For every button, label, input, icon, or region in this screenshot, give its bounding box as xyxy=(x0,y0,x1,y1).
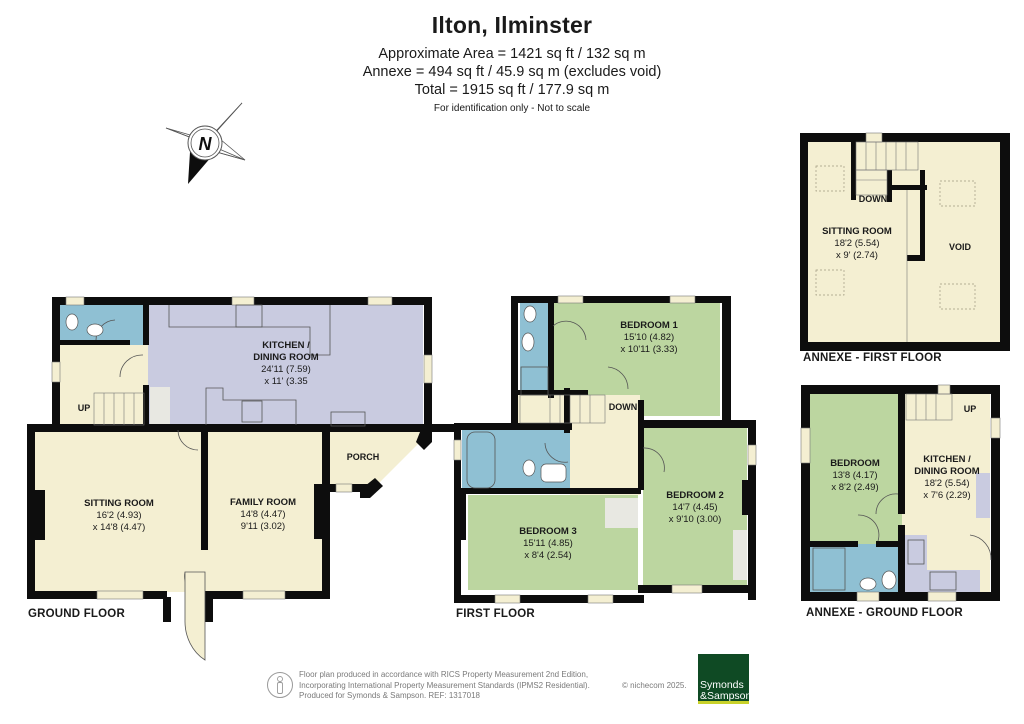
copyright-text: © nichecom 2025. xyxy=(622,681,687,690)
room-name: DINING ROOM xyxy=(914,466,980,477)
ipms-person-icon xyxy=(267,672,293,698)
room-dimension: x 10'11 (3.33) xyxy=(620,344,678,355)
footer-line-3: Produced for Symonds & Sampson. REF: 131… xyxy=(299,691,480,700)
annexe-ground-floor-plan xyxy=(800,384,1001,602)
room-name: BEDROOM 2 xyxy=(666,490,724,501)
room-dimension: x 9'10 (3.00) xyxy=(668,514,722,525)
svg-text:N: N xyxy=(199,134,213,154)
stairs-up-label: UP xyxy=(77,403,91,413)
room-label-sitting-room: SITTING ROOM 16'2 (4.93) x 14'8 (4.47) xyxy=(84,498,154,534)
room-name: BEDROOM 1 xyxy=(620,320,678,331)
identification-note: For identification only - Not to scale xyxy=(433,103,591,114)
room-label-annexe-sitting-room: SITTING ROOM 18'2 (5.54) x 9' (2.74) xyxy=(822,226,892,262)
room-label-bedroom-2: BEDROOM 2 14'7 (4.45) x 9'10 (3.00) xyxy=(666,490,724,526)
room-dimension: x 8'2 (2.49) xyxy=(831,482,879,493)
room-dimension: 9'11 (3.02) xyxy=(240,521,286,532)
room-label-annexe-kitchen-dining: KITCHEN / DINING ROOM 18'2 (5.54) x 7'6 … xyxy=(914,454,979,502)
room-name: BEDROOM xyxy=(830,458,880,469)
footer-line-1: Floor plan produced in accordance with R… xyxy=(299,670,589,679)
room-name: KITCHEN / xyxy=(262,340,310,351)
room-name: SITTING ROOM xyxy=(84,498,154,509)
room-dimension: 18'2 (5.54) xyxy=(924,478,970,489)
first-floor-label: FIRST FLOOR xyxy=(456,608,535,620)
annexe-first-floor-plan xyxy=(800,132,1010,351)
room-name: BEDROOM 3 xyxy=(519,526,577,537)
room-dimension: 14'8 (4.47) xyxy=(240,509,286,520)
ground-floor-plan xyxy=(27,296,460,661)
room-label-bedroom-3: BEDROOM 3 15'11 (4.85) x 8'4 (2.54) xyxy=(519,526,577,562)
plan-title: Ilton, Ilminster xyxy=(431,12,593,38)
room-label-porch: PORCH xyxy=(346,452,380,462)
annexe-stairs-down-label: DOWN xyxy=(858,194,888,204)
logo-line-2: &Sampson xyxy=(700,690,752,702)
room-dimension: 15'10 (4.82) xyxy=(623,332,675,343)
room-dimension: x 14'8 (4.47) xyxy=(92,522,146,533)
total-area: Total = 1915 sq ft / 177.9 sq m xyxy=(414,82,610,98)
room-dimension: 18'2 (5.54) xyxy=(834,238,880,249)
room-dimension: 16'2 (4.93) xyxy=(96,510,142,521)
logo-line-1: Symonds xyxy=(700,679,744,691)
room-name: DINING ROOM xyxy=(253,352,319,363)
room-dimension: 15'11 (4.85) xyxy=(523,538,573,549)
room-dimension: x 9' (2.74) xyxy=(836,250,878,261)
room-dimension: x 8'4 (2.54) xyxy=(524,550,572,561)
annexe-stairs-up-label: UP xyxy=(963,404,977,414)
room-dimension: x 11' (3.35 xyxy=(264,376,308,387)
room-label-kitchen-dining: KITCHEN / DINING ROOM 24'11 (7.59) x 11'… xyxy=(253,340,318,388)
annexe-area: Annexe = 494 sq ft / 45.9 sq m (excludes… xyxy=(362,64,662,80)
room-label-bedroom-1: BEDROOM 1 15'10 (4.82) x 10'11 (3.33) xyxy=(620,320,678,356)
room-name: FAMILY ROOM xyxy=(230,497,296,508)
room-name: SITTING ROOM xyxy=(822,226,892,237)
room-label-family-room: FAMILY ROOM 14'8 (4.47) 9'11 (3.02) xyxy=(230,497,296,533)
room-name: KITCHEN / xyxy=(923,454,971,465)
annexe-first-floor-label: ANNEXE - FIRST FLOOR xyxy=(803,352,942,364)
symonds-sampson-logo: Symonds &Sampson xyxy=(698,654,752,704)
first-floor-plan xyxy=(453,295,757,604)
footer-disclaimer: Floor plan produced in accordance with R… xyxy=(299,670,590,702)
footer-line-2: Incorporating International Property Mea… xyxy=(299,680,590,690)
room-dimension: x 7'6 (2.29) xyxy=(923,490,971,501)
approximate-area: Approximate Area = 1421 sq ft / 132 sq m xyxy=(378,46,646,62)
north-compass-icon: N xyxy=(165,102,246,184)
room-dimension: 13'8 (4.17) xyxy=(832,470,878,481)
ground-floor-label: GROUND FLOOR xyxy=(28,608,125,620)
room-label-annexe-bedroom: BEDROOM 13'8 (4.17) x 8'2 (2.49) xyxy=(830,458,880,494)
room-dimension: 14'7 (4.45) xyxy=(672,502,718,513)
room-label-void: VOID xyxy=(948,242,972,252)
room-dimension: 24'11 (7.59) xyxy=(261,364,311,375)
stairs-down-label: DOWN xyxy=(608,402,638,412)
annexe-ground-floor-label: ANNEXE - GROUND FLOOR xyxy=(806,607,963,619)
